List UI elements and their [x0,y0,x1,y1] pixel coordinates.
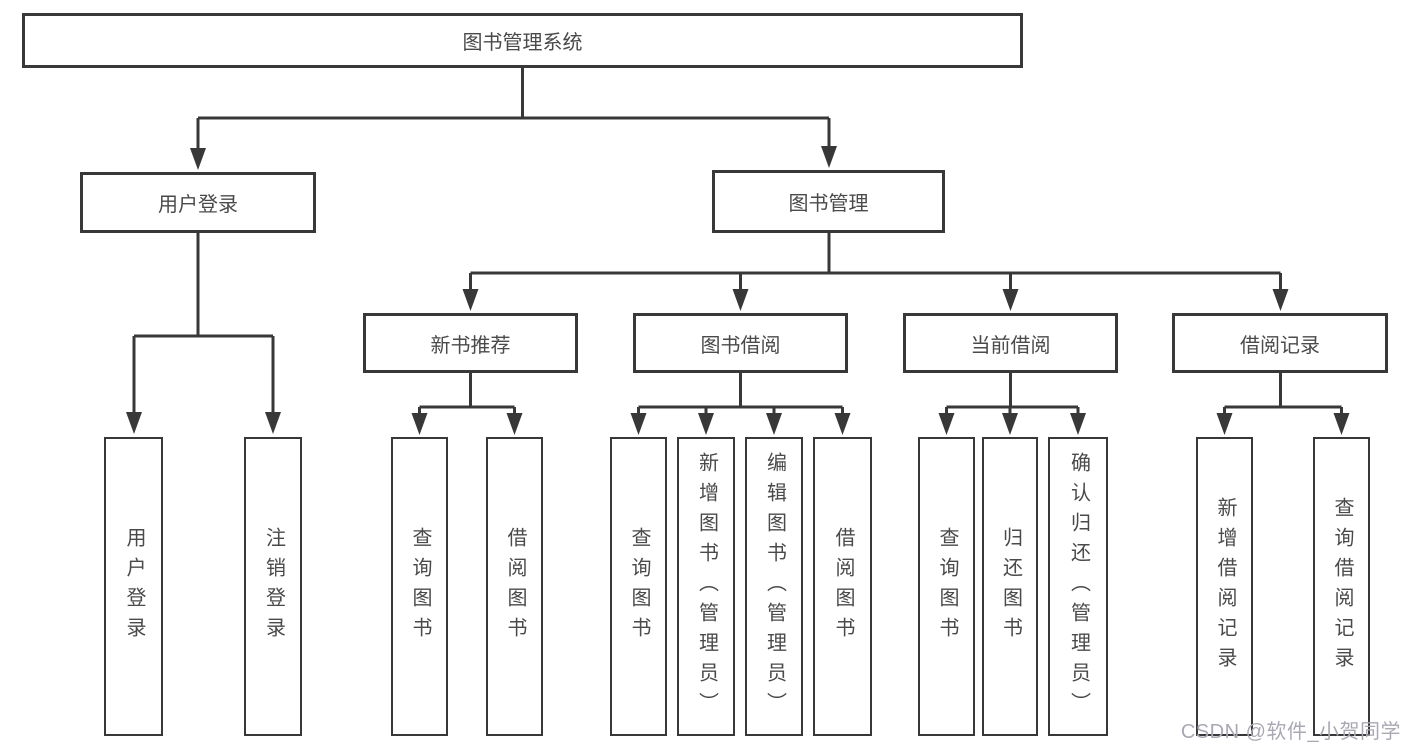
leaf-bb-add-books-admin: 新增图书（管理员） [677,437,735,736]
leaf-label: 编辑图书（管理员） [763,451,786,722]
node-current-borrowing: 当前借阅 [903,313,1118,373]
arrowhead-icon [190,148,206,170]
node-book-management: 图书管理 [712,170,945,233]
arrowhead-icon [126,412,142,434]
leaf-logout: 注销登录 [244,437,302,736]
node-label: 用户登录 [158,194,238,216]
leaf-nb-query-books: 查询图书 [391,437,448,736]
leaf-cb-confirm-return-admin: 确认归还（管理员） [1048,437,1108,736]
watermark: CSDN @软件_小贺同学 [1180,721,1401,743]
arrowhead-icon [938,413,955,435]
arrowhead-icon [766,413,782,435]
arrowhead-icon [1070,413,1086,435]
node-borrowing-records: 借阅记录 [1172,313,1388,373]
arrowhead-icon [1272,289,1289,311]
leaf-label: 新增借阅记录 [1214,496,1236,677]
leaf-bb-query-books: 查询图书 [610,437,667,736]
arrowhead-icon [506,413,523,435]
leaf-bb-borrow-books: 借阅图书 [813,437,872,736]
node-label: 图书管理 [788,193,869,215]
node-label: 当前借阅 [970,334,1051,357]
leaf-label: 新增图书（管理员） [695,451,718,722]
arrowhead-icon [1216,413,1233,435]
leaf-label: 查询图书 [409,526,431,647]
leaf-bb-edit-books-admin: 编辑图书（管理员） [745,437,803,736]
leaf-user-login: 用户登录 [104,437,163,736]
leaf-label: 查询图书 [628,526,650,647]
node-label: 图书管理系统 [462,32,583,54]
node-new-book-recommendation: 新书推荐 [363,313,578,373]
arrowhead-icon [265,412,281,434]
node-label: 借阅记录 [1240,334,1320,357]
leaf-label: 确认归还（管理员） [1067,451,1090,722]
leaf-label: 借阅图书 [832,526,854,647]
arrowhead-icon [732,289,749,311]
arrowhead-icon [698,413,714,435]
arrowhead-icon [630,413,647,435]
arrowhead-icon [411,413,428,435]
leaf-label: 查询借阅记录 [1331,496,1353,677]
node-book-management-system: 图书管理系统 [22,13,1023,68]
leaf-rec-query-borrow-record: 查询借阅记录 [1313,437,1370,736]
leaf-label: 查询图书 [936,526,958,647]
leaf-label: 注销登录 [262,526,285,647]
node-label: 新书推荐 [430,334,511,357]
node-book-borrowing: 图书借阅 [633,313,848,373]
leaf-cb-return-books: 归还图书 [982,437,1038,736]
leaf-label: 借阅图书 [504,526,526,647]
leaf-nb-borrow-books: 借阅图书 [486,437,543,736]
arrowhead-icon [834,413,851,435]
leaf-label: 用户登录 [123,526,145,647]
arrowhead-icon [821,146,837,168]
leaf-cb-query-books: 查询图书 [918,437,975,736]
arrowhead-icon [1002,413,1018,435]
connector-trunk-lines [134,67,1342,409]
leaf-label: 归还图书 [999,526,1022,647]
arrowhead-icon [1002,289,1019,311]
node-user-login: 用户登录 [80,172,316,233]
node-label: 图书借阅 [700,334,781,357]
arrowhead-icon [1333,413,1350,435]
arrowhead-icon [462,289,479,311]
leaf-rec-add-borrow-record: 新增借阅记录 [1196,437,1253,736]
arrow-layer [126,118,1350,435]
